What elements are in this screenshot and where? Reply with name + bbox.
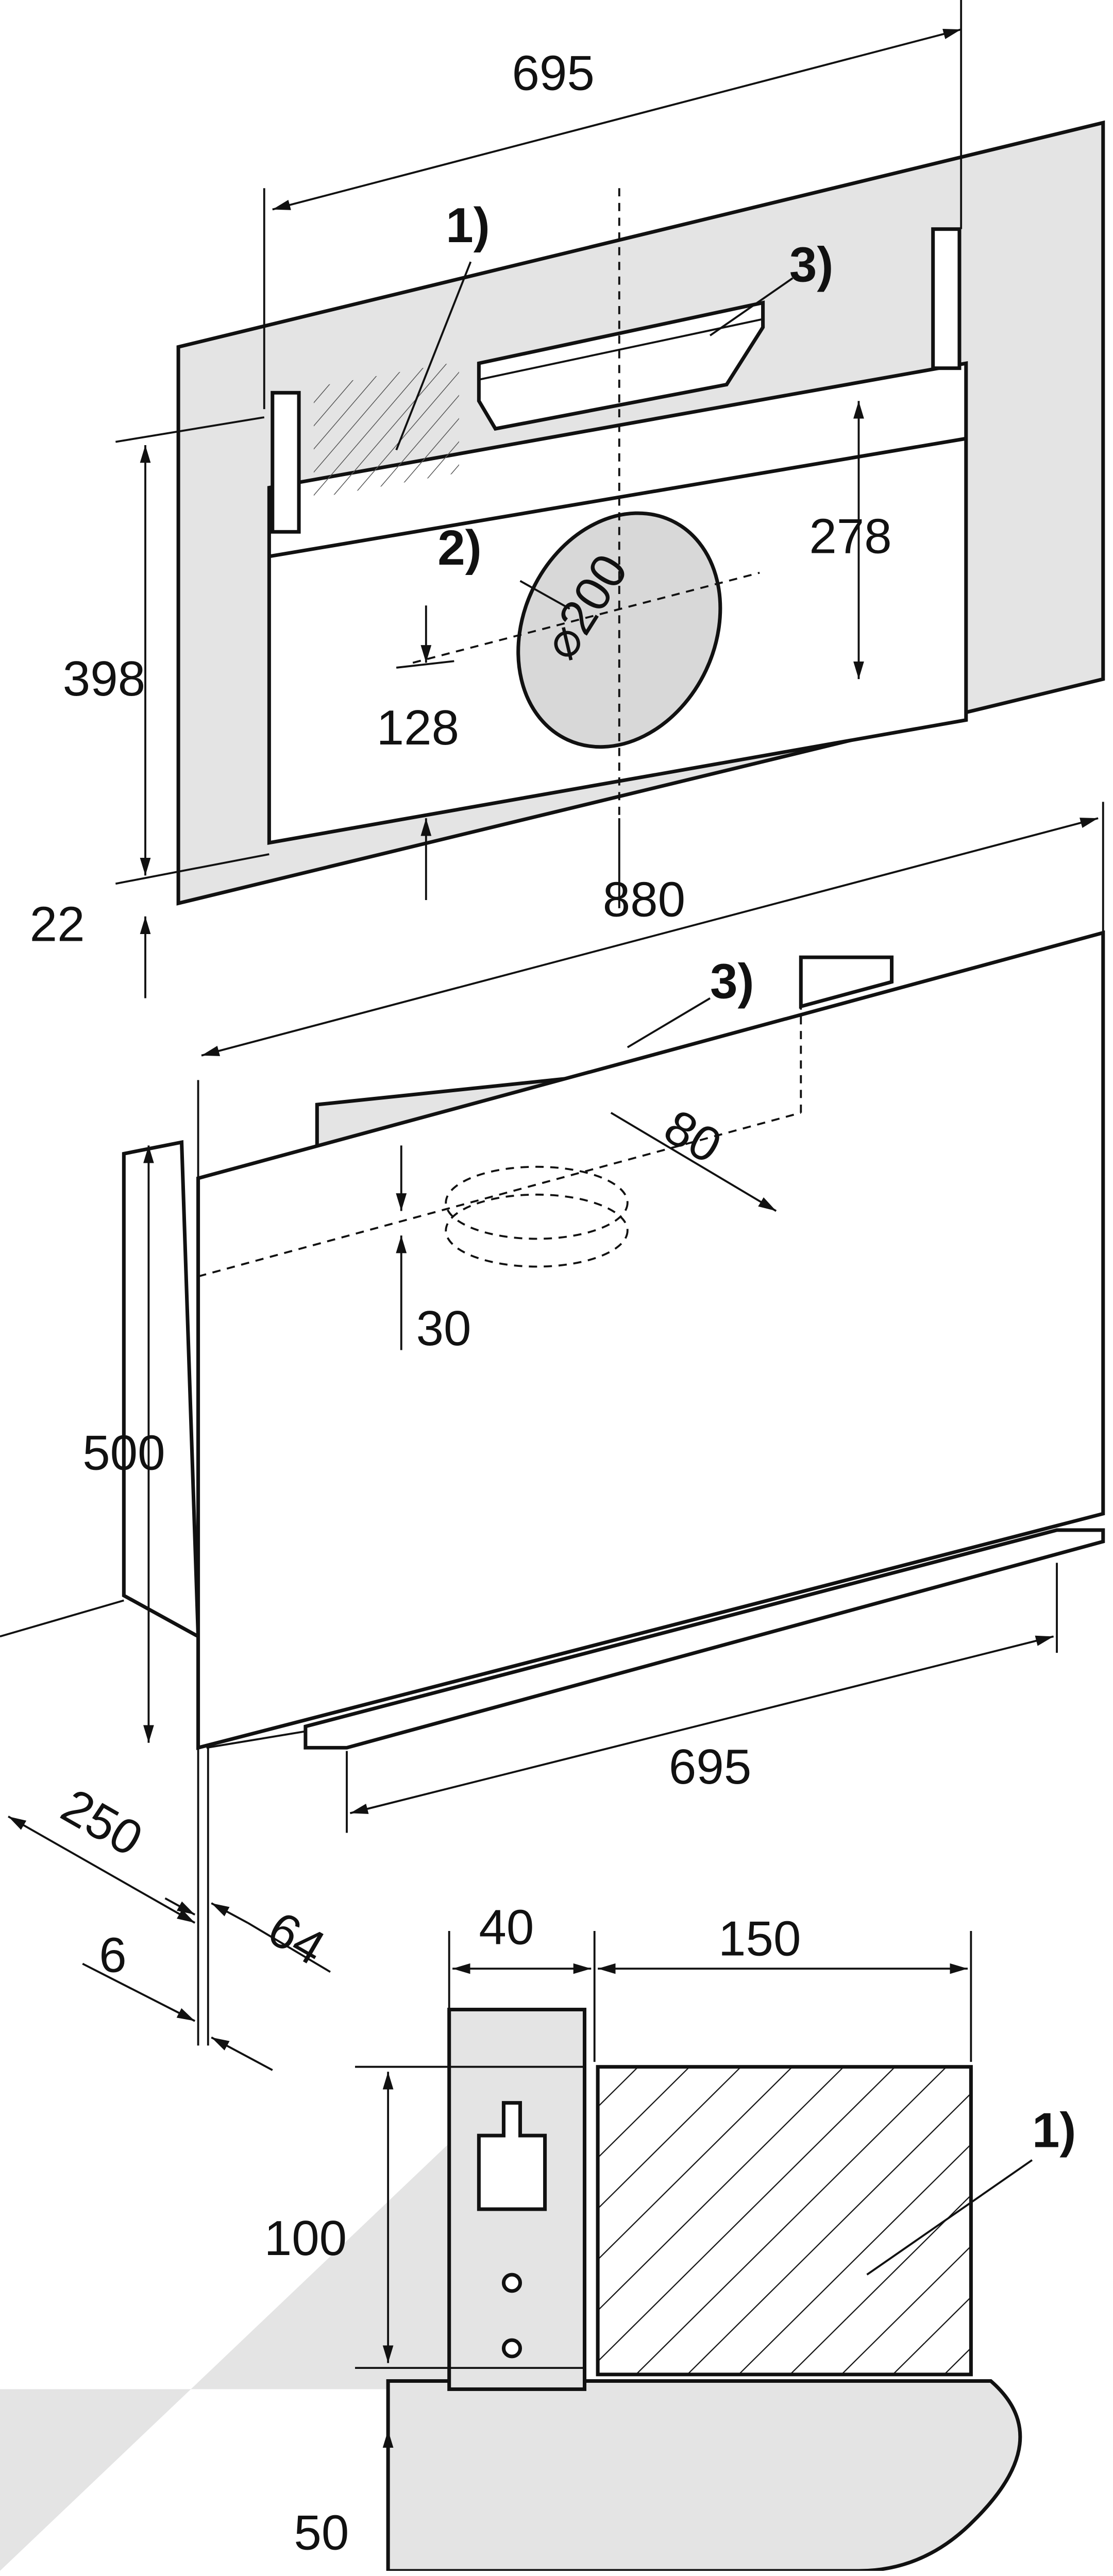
left-side-block	[122, 1140, 200, 1640]
left-bracket	[271, 391, 301, 534]
dim-695-rail: 695	[669, 1740, 751, 1795]
dim-150: 150	[718, 1911, 801, 1967]
dim-64: 64	[259, 1901, 334, 1976]
dim-398: 398	[63, 651, 145, 706]
keyhole-slot	[477, 2101, 547, 2211]
dim-500: 500	[82, 1426, 165, 1481]
bracket-detail: 40 150 1) 100 50	[0, 1900, 1076, 2571]
hood-front-panel	[196, 930, 1105, 1750]
right-bracket	[931, 227, 962, 370]
dim-40: 40	[479, 1900, 534, 1955]
callout-1: 1)	[446, 198, 490, 253]
dim-30: 30	[416, 1301, 471, 1356]
callout-3-hood: 3)	[710, 954, 754, 1009]
dim-50: 50	[294, 2505, 349, 2561]
callout-3: 3)	[789, 238, 833, 293]
hood-view: 880 3) 80 30 500 695 250 6 64	[0, 802, 1105, 2071]
dim-278: 278	[809, 509, 891, 564]
dim-100: 100	[264, 2211, 347, 2266]
dim-250: 250	[53, 1778, 152, 1867]
wall-cabinet-view: 695 1) 3) 2) ⌀200 278 398 128 22	[30, 0, 1105, 998]
dim-6: 6	[99, 1928, 126, 1983]
dim-880: 880	[603, 872, 685, 927]
dim-128: 128	[377, 701, 459, 756]
hatched-area	[313, 361, 459, 499]
callout-1-detail: 1)	[1032, 2103, 1076, 2158]
dim-695-top: 695	[512, 46, 594, 101]
hatched-clearance-area	[596, 2065, 973, 2377]
callout-2: 2)	[437, 520, 481, 575]
dim-22: 22	[30, 897, 85, 952]
